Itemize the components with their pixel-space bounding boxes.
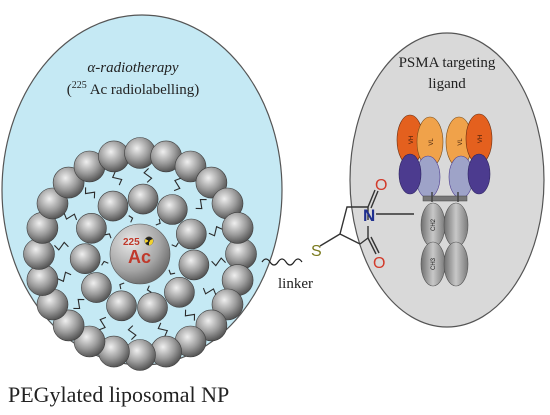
ch2-right-domain [443,202,469,248]
radiolabelling-subtitle: (225 Ac radiolabelling) [67,80,199,98]
peg-chain [261,258,303,266]
lipid-tail [211,257,226,267]
maleimide-structure [319,189,414,255]
lipid-head-inner [137,292,168,323]
ch3-right-domain [443,241,469,287]
ch3-label: CH3 [431,257,437,270]
lipid-tail [101,260,109,266]
oxygen-top-atom: O [375,177,387,194]
lipid-head-inner [81,272,112,303]
radiation-icon [144,236,154,246]
lipid-tail [104,233,112,239]
ch1-left-domain [398,153,422,195]
ch1-right-domain [467,153,491,195]
lipid-tail [146,285,152,293]
lipid-head-inner [97,190,129,222]
lipid-tail [57,271,72,283]
lipid-tail [54,241,69,251]
lipid-tail [84,187,96,199]
oxygen-bottom-atom: O [373,255,385,272]
lipid-head-inner [157,194,188,225]
vh-left-label: VH [409,136,415,144]
antibody [396,113,493,287]
liposome-caption: PEGylated liposomal NP [8,382,229,407]
liposome-particle [23,137,257,371]
lipid-head-inner [176,218,207,250]
core-element-symbol: Ac [128,247,151,267]
core-mass-number: 225 [123,237,140,248]
vl-left-label: VL [429,138,435,146]
ch2-label: CH2 [431,218,437,231]
lipid-tail [168,269,176,275]
lipid-tail [184,309,196,321]
sulfur-atom: S [311,243,322,260]
lipid-tail [63,213,78,221]
lipid-tail [73,298,85,310]
lipid-head-inner [127,183,159,215]
ligand-background [349,32,545,328]
lipid-head-outer [221,212,254,244]
lipid-head-inner [164,276,195,308]
inner-lipid-ring [69,183,210,323]
psma-subtitle: ligand [428,76,466,92]
lipid-tail [111,171,123,186]
vh-right-label: VH [478,135,484,143]
lipid-tail [99,316,107,331]
lipid-tail [195,198,207,210]
hinge-region [422,195,468,202]
radiotherapy-title: α-radiotherapy [87,60,179,76]
lipid-tail [208,225,223,237]
psma-title: PSMA targeting [399,55,496,71]
lipid-head-inner [69,243,101,275]
aqueous-core [109,223,171,285]
lipid-head-inner [178,249,210,281]
lipid-tail [143,168,153,183]
linker-label: linker [278,276,313,292]
lipid-tail [155,218,161,226]
lipid-tail [119,282,125,290]
lipid-head-inner [106,290,137,322]
vl-right-label: VL [458,138,464,146]
lipid-tail [171,242,179,248]
lipid-tail [128,215,134,223]
lipid-tail [157,322,169,337]
outer-lipid-ring [23,137,257,371]
lipid-tail [127,325,137,340]
lipid-tail [173,177,181,192]
nitrogen-atom: N [363,206,375,225]
lipid-tail [202,287,217,295]
lipid-head-inner [76,213,107,244]
lipid-tails [54,168,226,340]
